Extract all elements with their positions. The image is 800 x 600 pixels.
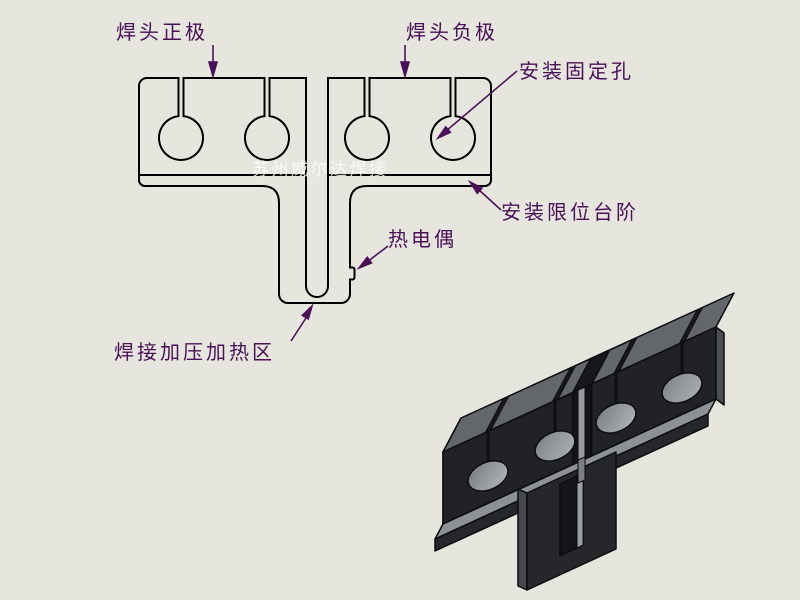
mounting-holes-3d	[467, 372, 703, 492]
leader-positive-electrode	[207, 45, 219, 79]
stem-channel-wall	[576, 472, 584, 549]
hole-3d	[534, 430, 576, 462]
arrowhead	[399, 61, 411, 79]
arrowhead	[435, 125, 452, 140]
arrowhead	[356, 255, 373, 270]
hole-3d	[467, 460, 509, 492]
stem-side-left	[517, 488, 528, 591]
watermark: 苏州威尔达焊接	[252, 160, 389, 180]
arrowhead	[300, 303, 314, 321]
leader-thermocouple	[356, 245, 389, 270]
end-chamfer-right	[715, 326, 725, 406]
arrowhead	[207, 61, 219, 79]
render-3d	[434, 292, 735, 591]
gap-inner-wall	[577, 386, 586, 463]
callout-limit-step: 安装限位台阶	[501, 200, 639, 224]
hole-3d	[661, 372, 703, 404]
front-slot-lines	[486, 343, 684, 466]
arrowhead	[467, 179, 484, 195]
leader-negative-electrode	[399, 45, 411, 79]
callout-fixing-hole: 安装固定孔	[519, 59, 634, 83]
annotation-leaders	[207, 45, 518, 342]
hole-3d	[595, 402, 637, 434]
callout-positive-electrode: 焊头正极	[116, 20, 208, 44]
leader-fixing-hole	[435, 70, 518, 140]
callout-heating-zone: 焊接加压加热区	[114, 340, 275, 364]
gap-connector-strip	[577, 456, 586, 484]
callout-negative-electrode: 焊头负极	[406, 20, 498, 44]
view-2d	[138, 77, 492, 304]
callout-thermocouple: 热电偶	[388, 227, 457, 251]
leader-heating-zone	[290, 303, 314, 342]
part-outline-2d	[138, 77, 492, 304]
leader-limit-step	[467, 179, 502, 211]
